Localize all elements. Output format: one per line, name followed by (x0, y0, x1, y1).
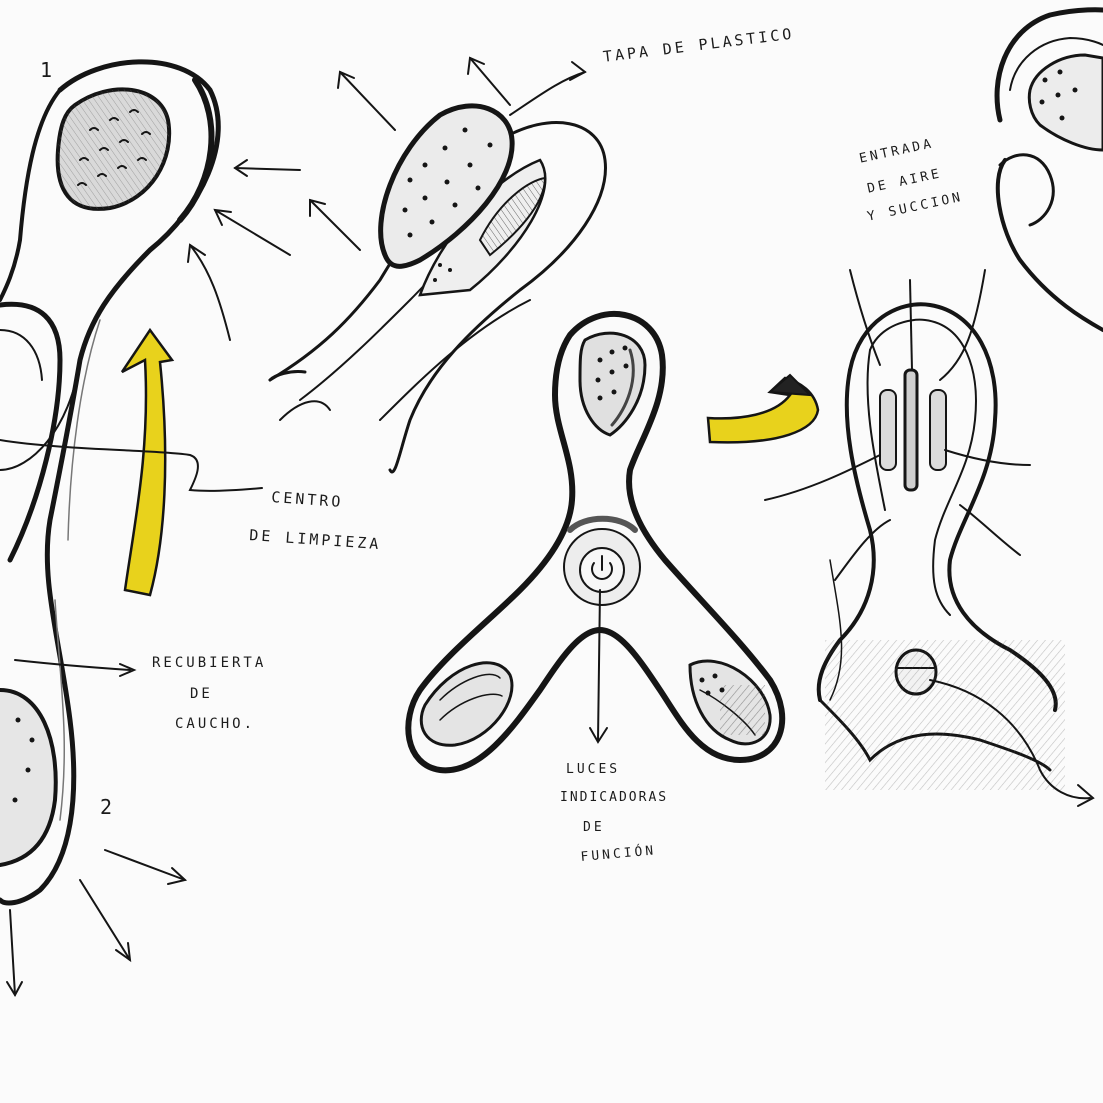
label-luces-line2: INDICADORAS (560, 790, 668, 805)
rotation-arrow-yellow (122, 330, 172, 595)
label-luces-line1: LUCES (566, 762, 620, 777)
tri-lobe-device-sketch (408, 314, 782, 770)
view-number-2: 2 (100, 795, 112, 819)
label-luces-line3: DE (583, 820, 605, 835)
label-recubierta-line1: RECUBIERTA (152, 655, 266, 671)
view-number-1: 1 (40, 58, 52, 82)
rotate-arrow-yellow (708, 375, 818, 442)
label-recubierta-line3: CAUCHO. (175, 716, 255, 732)
label-recubierta-line2: DE (190, 686, 213, 702)
